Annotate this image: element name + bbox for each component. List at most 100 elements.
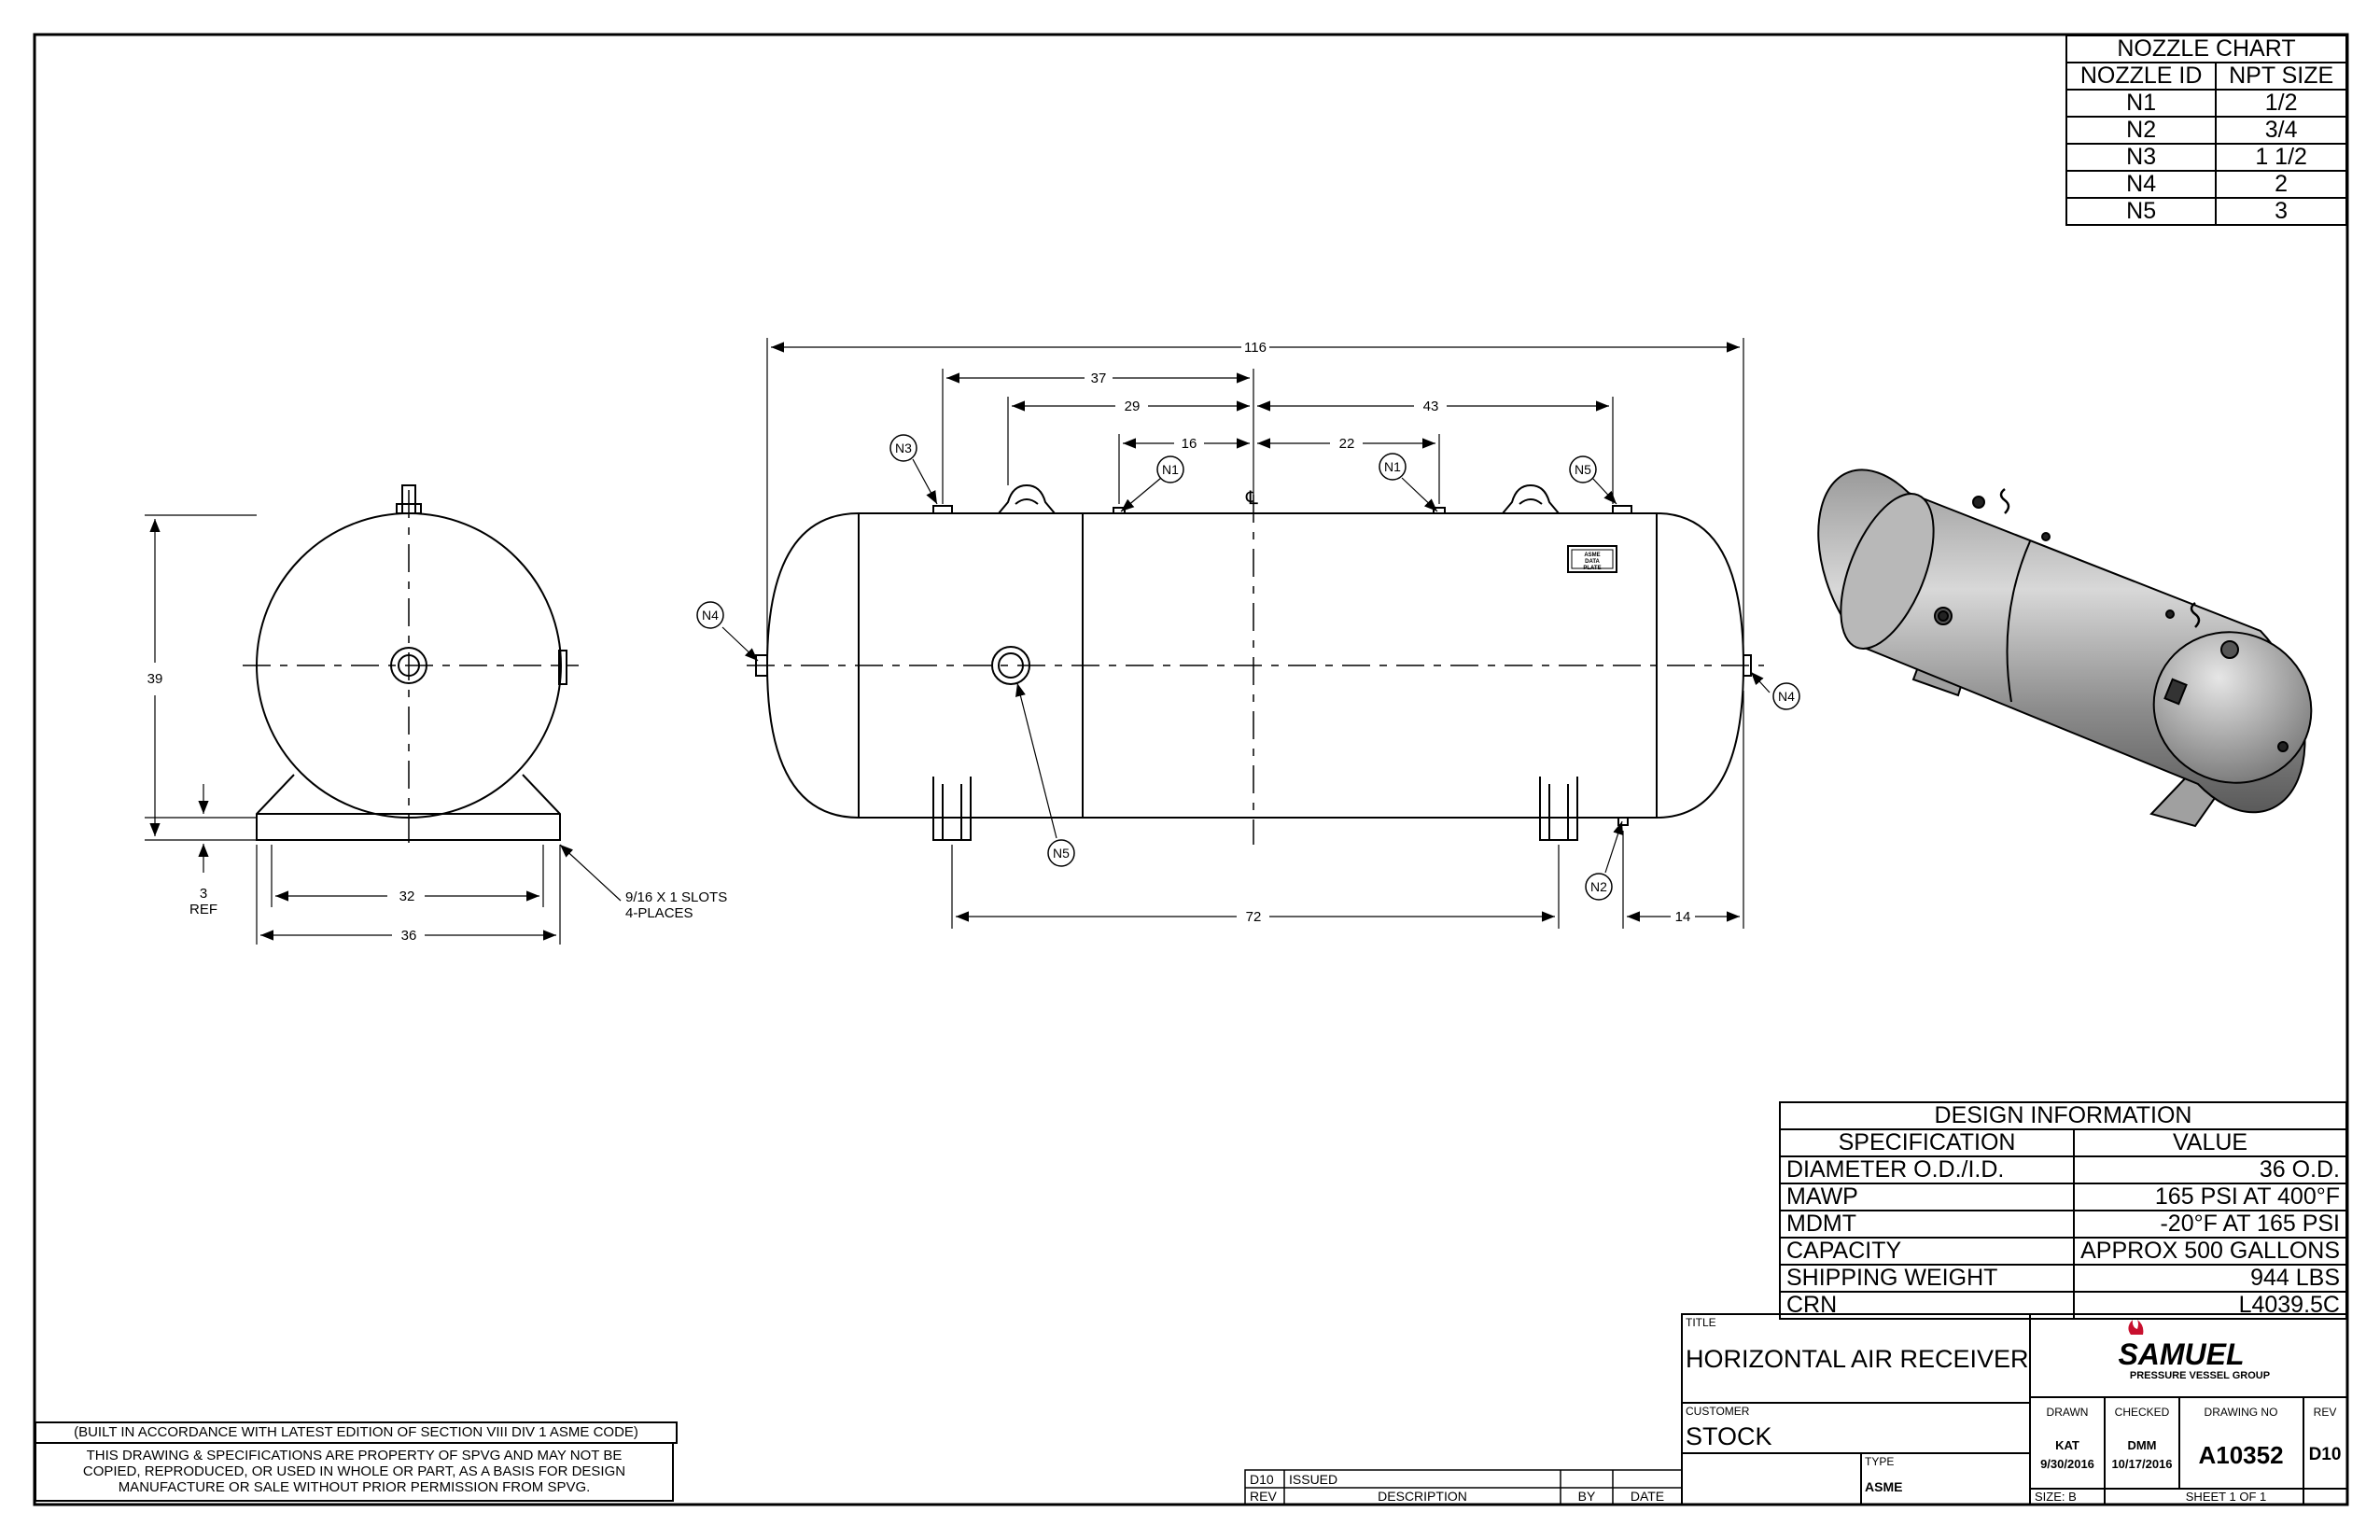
spec-value: 165 PSI AT 400°F xyxy=(2073,1183,2347,1211)
spec-name: CAPACITY xyxy=(1778,1237,2076,1266)
nozzle-chart-header-size: NPT SIZE xyxy=(2215,62,2347,91)
nameplate-line2: DATA xyxy=(1585,559,1600,565)
type-label: TYPE xyxy=(1865,1455,1894,1468)
dim-left-saddle-centerline: 29 xyxy=(1125,399,1141,414)
npt-size: 1/2 xyxy=(2215,89,2347,118)
callout-n4-right xyxy=(1772,682,1800,710)
nozzle-id: N3 xyxy=(2065,143,2218,172)
isometric-view xyxy=(1817,469,2313,828)
callout-n4-left xyxy=(696,601,724,629)
npt-size: 1 1/2 xyxy=(2215,143,2347,172)
logo-sub: PRESSURE VESSEL GROUP xyxy=(2130,1370,2270,1381)
callout-n4-left-label: N4 xyxy=(702,608,719,623)
iso-head-front xyxy=(2152,631,2313,784)
nozzle-n1-left xyxy=(1113,507,1126,514)
samuel-logo: SAMUEL PRESSURE VESSEL GROUP xyxy=(2118,1320,2270,1381)
spec-name: CRN xyxy=(1778,1291,2076,1320)
callout-n4-right-label: N4 xyxy=(1778,689,1795,704)
asme-code-note: (BUILT IN ACCORDANCE WITH LATEST EDITION… xyxy=(35,1421,678,1444)
customer-value: STOCK xyxy=(1686,1422,1772,1450)
nozzle-id: N2 xyxy=(2065,116,2218,145)
spec-value: 36 O.D. xyxy=(2073,1155,2347,1184)
callout-n5-top-label: N5 xyxy=(1575,462,1591,477)
design-info-title: DESIGN INFORMATION xyxy=(1779,1101,2347,1130)
drawing-number: A10352 xyxy=(2198,1441,2283,1469)
dim-n1-left-centerline: 16 xyxy=(1182,436,1197,452)
flame-icon xyxy=(2128,1320,2144,1335)
slot-note-line1: 9/16 X 1 SLOTS xyxy=(625,889,727,905)
drawing-no-label: DRAWING NO xyxy=(2205,1406,2278,1419)
saddle-left xyxy=(932,777,972,841)
checked-date: 10/17/2016 xyxy=(2111,1457,2172,1471)
side-view xyxy=(696,338,1800,929)
logo-name: SAMUEL xyxy=(2118,1337,2244,1371)
nozzle-chart-header-id: NOZZLE ID xyxy=(2065,62,2218,91)
property-note: THIS DRAWING & SPECIFICATIONS ARE PROPER… xyxy=(35,1442,674,1502)
design-info-table: DESIGN INFORMATION SPECIFICATION VALUE D… xyxy=(1778,1101,2347,1320)
nameplate-line3: PLATE xyxy=(1583,566,1601,571)
asme-data-plate xyxy=(1567,545,1617,573)
callout-n3-label: N3 xyxy=(895,441,912,455)
dim-saddle-spacing: 72 xyxy=(1246,909,1262,925)
checked-by: DMM xyxy=(2127,1438,2156,1452)
lifting-lug-left xyxy=(998,483,1056,514)
rev-header-rev: REV xyxy=(1250,1489,1277,1504)
property-note-line1: THIS DRAWING & SPECIFICATIONS ARE PROPER… xyxy=(86,1448,623,1463)
drawing-title: HORIZONTAL AIR RECEIVER xyxy=(1686,1345,2029,1373)
callout-n1-left-label: N1 xyxy=(1162,462,1179,477)
rev-label: REV xyxy=(2314,1406,2337,1419)
property-note-line3: MANUFACTURE OR SALE WITHOUT PRIOR PERMIS… xyxy=(118,1479,591,1495)
sheet-size: SIZE: B xyxy=(2035,1490,2077,1504)
nozzle-n4-right xyxy=(1743,654,1752,677)
lifting-lug-right xyxy=(1502,483,1560,514)
dim-slot-spacing: 32 xyxy=(399,889,415,904)
dim-saddle-to-head: 14 xyxy=(1675,909,1691,925)
npt-size: 2 xyxy=(2215,170,2347,199)
spec-value: -20°F AT 165 PSI xyxy=(2073,1210,2347,1239)
type-value: ASME xyxy=(1865,1479,1902,1494)
dim-base-offset-ref: REF xyxy=(189,902,217,917)
spec-name: DIAMETER O.D./I.D. xyxy=(1778,1155,2076,1184)
property-note-line2: COPIED, REPRODUCED, OR USED IN WHOLE OR … xyxy=(82,1463,626,1479)
nozzle-n3 xyxy=(932,505,953,514)
callout-n5-front-label: N5 xyxy=(1053,846,1070,861)
nozzle-n5-top xyxy=(1612,505,1632,514)
spec-value: L4039.5C xyxy=(2073,1291,2347,1320)
callout-n5-front xyxy=(1047,839,1075,867)
dim-n3-centerline: 37 xyxy=(1091,371,1107,386)
title-label: TITLE xyxy=(1686,1316,1716,1329)
iso-head-rear xyxy=(1840,493,1935,650)
nozzle-id: N5 xyxy=(2065,197,2218,226)
nozzle-n5-front xyxy=(991,646,1030,685)
callout-n3 xyxy=(889,434,917,462)
callout-n5-top xyxy=(1569,455,1597,483)
callout-n2-label: N2 xyxy=(1590,879,1607,894)
drawing-border xyxy=(33,33,2349,1506)
sheet-number: SHEET 1 OF 1 xyxy=(2186,1490,2266,1504)
npt-size: 3 xyxy=(2215,197,2347,226)
callout-n2 xyxy=(1585,873,1613,901)
callout-n1-right xyxy=(1379,453,1407,481)
customer-label: CUSTOMER xyxy=(1686,1405,1750,1418)
rev-row-rev: D10 xyxy=(1250,1472,1274,1487)
drawn-label: DRAWN xyxy=(2047,1406,2089,1419)
spec-name: MDMT xyxy=(1778,1210,2076,1239)
design-info-header-spec: SPECIFICATION xyxy=(1778,1128,2076,1157)
nozzle-n2 xyxy=(1617,817,1629,826)
nozzle-chart-title: NOZZLE CHART xyxy=(2065,35,2347,63)
spec-name: SHIPPING WEIGHT xyxy=(1778,1264,2076,1293)
dim-centerline-n1-right: 22 xyxy=(1339,436,1355,452)
checked-label: CHECKED xyxy=(2115,1406,2170,1419)
spec-value: APPROX 500 GALLONS xyxy=(2073,1237,2347,1266)
nozzle-n1-right xyxy=(1433,507,1446,514)
npt-size: 3/4 xyxy=(2215,116,2347,145)
